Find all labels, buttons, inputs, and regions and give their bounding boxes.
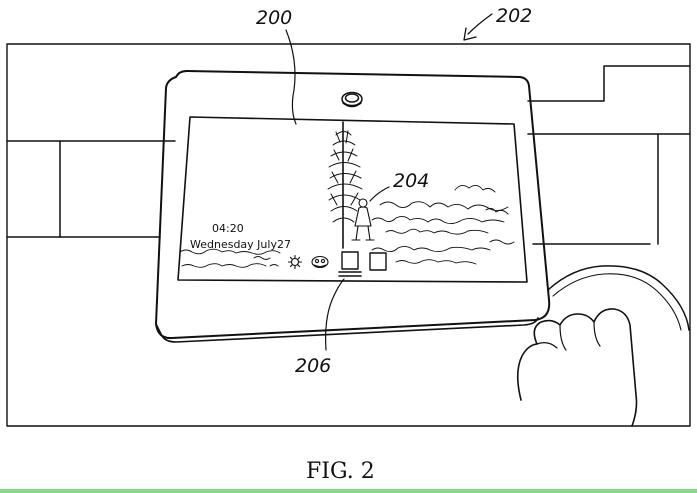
device-base [155, 317, 539, 343]
scenery-foliage [179, 185, 515, 268]
camera-icon [341, 91, 363, 108]
label-200: 200 [256, 7, 292, 29]
person-figure [351, 198, 375, 241]
figure-caption: FIG. 2 [306, 459, 375, 484]
screen-time: 04:20 [212, 222, 244, 235]
square-icon[interactable] [369, 252, 387, 271]
screen-date: Wednesday July27 [190, 238, 291, 251]
leader-202-arrow [463, 13, 493, 41]
hand-details [536, 321, 601, 351]
room-frame [6, 43, 691, 427]
leader-200 [285, 29, 297, 125]
gear-icon[interactable] [287, 254, 303, 270]
wall-lines [6, 65, 691, 245]
tree-illustration [327, 121, 363, 249]
device-housing [155, 70, 551, 340]
group-icon[interactable] [311, 255, 329, 269]
power-cord-edge [552, 273, 682, 331]
hand [516, 308, 638, 427]
label-206: 206 [295, 355, 331, 377]
label-204: 204 [393, 170, 429, 192]
display-screen [177, 116, 528, 283]
leader-204 [369, 186, 390, 202]
focused-square-icon[interactable] [338, 251, 362, 277]
accent-rule [0, 489, 697, 493]
label-202: 202 [496, 5, 532, 27]
leader-206 [325, 278, 345, 351]
power-cord [547, 265, 690, 331]
